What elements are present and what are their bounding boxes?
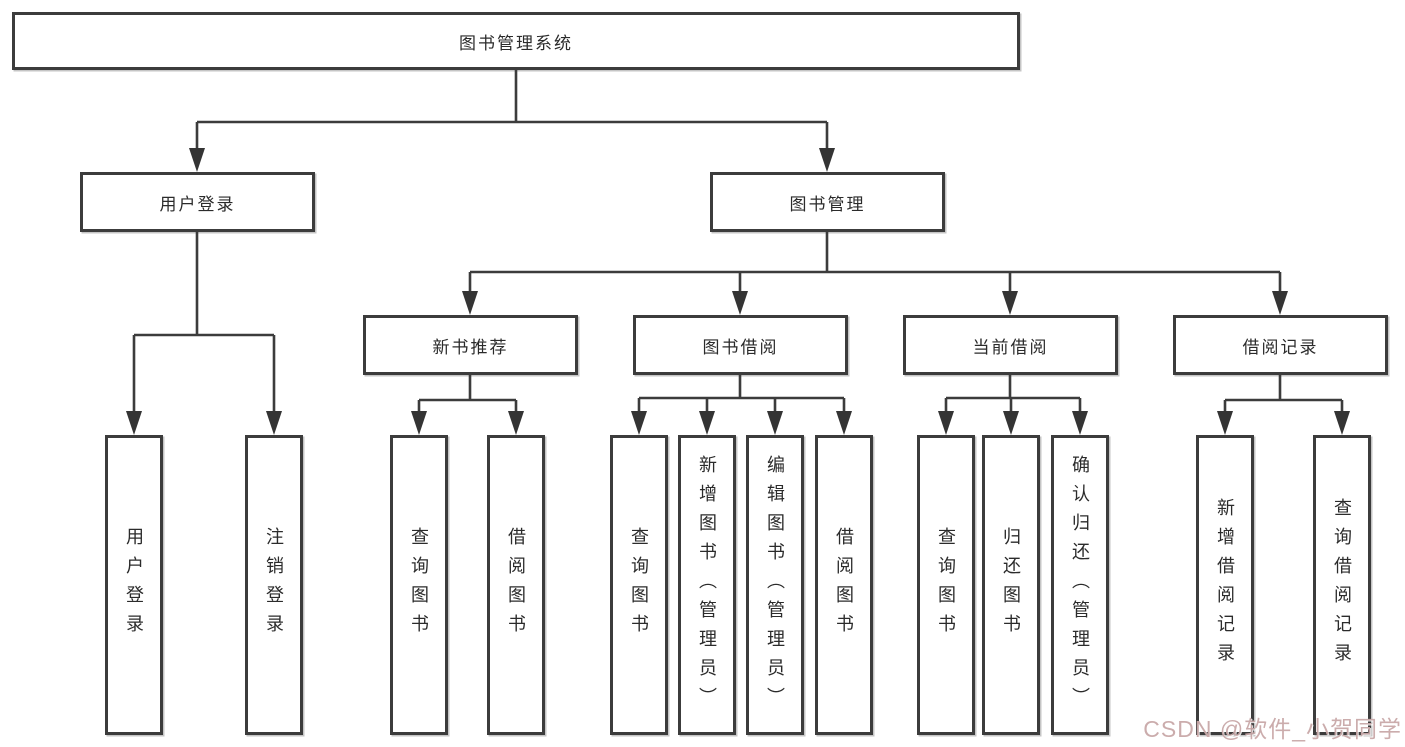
arrow-down-icon (819, 148, 835, 172)
node-leaf-borrow-books: 借阅图书 (815, 435, 873, 735)
node-library-management-system: 图书管理系统 (12, 12, 1020, 70)
arrow-down-icon (631, 411, 647, 435)
node-label: 当前借阅 (972, 337, 1049, 357)
arrow-down-icon (189, 148, 205, 172)
node-leaf-query-borrow-record: 查询借阅记录 (1313, 435, 1371, 735)
node-leaf-logout: 注销登录 (245, 435, 303, 735)
arrow-down-icon (508, 411, 524, 435)
arrow-down-icon (938, 411, 954, 435)
arrow-down-icon (1002, 291, 1018, 315)
arrow-down-icon (767, 411, 783, 435)
node-leaf-add-books-admin: 新增图书（管理员） (678, 435, 736, 735)
node-current-borrowing: 当前借阅 (903, 315, 1118, 375)
node-leaf-borrow-books: 借阅图书 (487, 435, 545, 735)
node-label: 用户登录 (159, 194, 236, 214)
node-leaf-query-books: 查询图书 (390, 435, 448, 735)
node-leaf-user-login: 用户登录 (105, 435, 163, 735)
node-label: 新增图书（管理员） (697, 454, 717, 716)
node-label: 新书推荐 (432, 337, 509, 357)
node-label: 查询图书 (936, 527, 956, 643)
arrow-down-icon (699, 411, 715, 435)
node-new-book-recommendation: 新书推荐 (363, 315, 578, 375)
arrow-down-icon (732, 291, 748, 315)
node-label: 图书管理 (789, 194, 866, 214)
node-label: 查询图书 (409, 527, 429, 643)
node-book-borrowing: 图书借阅 (633, 315, 848, 375)
arrow-down-icon (1272, 291, 1288, 315)
node-label: 借阅记录 (1242, 337, 1319, 357)
arrow-down-icon (266, 411, 282, 435)
node-borrow-records: 借阅记录 (1173, 315, 1388, 375)
arrow-down-icon (836, 411, 852, 435)
arrow-down-icon (1072, 411, 1088, 435)
arrow-down-icon (1003, 411, 1019, 435)
arrow-down-icon (411, 411, 427, 435)
node-leaf-query-books: 查询图书 (610, 435, 668, 735)
node-label: 编辑图书（管理员） (765, 454, 785, 716)
arrow-down-icon (462, 291, 478, 315)
csdn-watermark: CSDN @软件_小贺同学 (1143, 716, 1402, 742)
node-user-login: 用户登录 (80, 172, 315, 232)
arrow-down-icon (126, 411, 142, 435)
node-leaf-return-books: 归还图书 (982, 435, 1040, 735)
node-label: 图书借阅 (702, 337, 779, 357)
node-label: 归还图书 (1001, 527, 1021, 643)
node-label: 借阅图书 (834, 527, 854, 643)
node-leaf-edit-books-admin: 编辑图书（管理员） (746, 435, 804, 735)
node-label: 新增借阅记录 (1215, 498, 1235, 672)
node-label: 用户登录 (124, 527, 144, 643)
node-label: 借阅图书 (506, 527, 526, 643)
node-leaf-add-borrow-record: 新增借阅记录 (1196, 435, 1254, 735)
node-book-management: 图书管理 (710, 172, 945, 232)
node-label: 图书管理系统 (459, 33, 573, 53)
node-label: 查询借阅记录 (1332, 498, 1352, 672)
arrow-down-icon (1334, 411, 1350, 435)
node-label: 确认归还（管理员） (1070, 454, 1090, 716)
node-leaf-query-books: 查询图书 (917, 435, 975, 735)
arrow-down-icon (1217, 411, 1233, 435)
node-label: 查询图书 (629, 527, 649, 643)
node-label: 注销登录 (264, 527, 284, 643)
node-leaf-confirm-return-admin: 确认归还（管理员） (1051, 435, 1109, 735)
